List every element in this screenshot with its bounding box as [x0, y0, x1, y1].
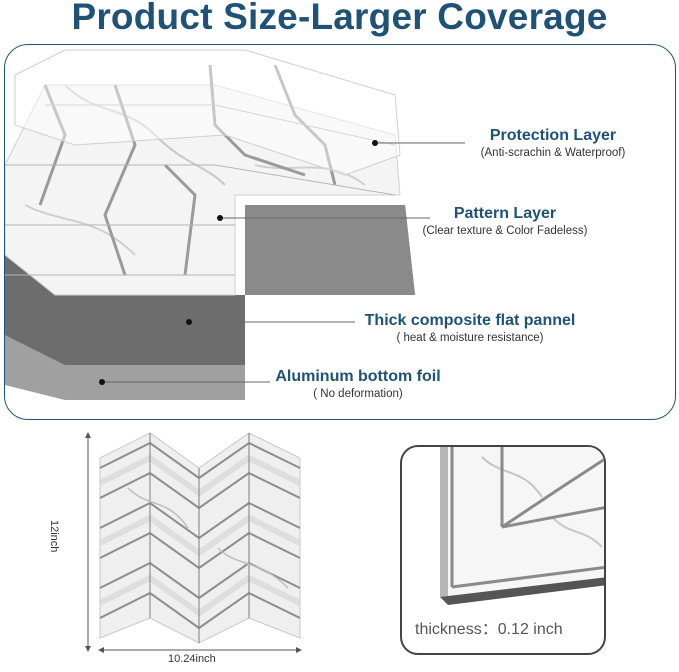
- aluminum-foil-name: Aluminum bottom foil: [275, 368, 441, 385]
- composite-panel-label: Thick composite flat pannel ( heat & moi…: [345, 312, 595, 344]
- protection-layer-desc: (Anti-scrachin & Waterproof): [480, 147, 626, 159]
- layer-diagram: [5, 49, 465, 400]
- width-dimension-label: 10.24inch: [168, 653, 216, 665]
- protection-layer-shape: [14, 49, 401, 176]
- aluminum-foil-label: Aluminum bottom foil ( No deformation): [263, 368, 453, 400]
- aluminum-foil-desc: ( No deformation): [313, 388, 403, 400]
- protection-layer-name: Protection Layer: [489, 127, 617, 144]
- protection-layer-label: Protection Layer (Anti-scrachin & Waterp…: [463, 127, 643, 159]
- pattern-layer-desc: (Clear texture & Color Fadeless): [422, 225, 588, 237]
- tile-dimension-view: [68, 428, 308, 667]
- tile-drawing: [85, 432, 302, 653]
- page-title: Product Size-Larger Coverage: [71, 0, 608, 37]
- pattern-layer-label: Pattern Layer (Clear texture & Color Fad…: [405, 205, 605, 237]
- layer-diagram-panel: Protection Layer (Anti-scrachin & Waterp…: [4, 44, 676, 420]
- composite-panel-desc: ( heat & moisture resistance): [396, 332, 544, 344]
- height-dimension-label: 12inch: [48, 520, 60, 553]
- thickness-label: thickness：0.12 inch: [415, 621, 563, 638]
- thickness-zoom-drawing: [440, 447, 604, 605]
- thickness-zoom-box: [400, 445, 606, 655]
- composite-panel-name: Thick composite flat pannel: [364, 312, 576, 329]
- pattern-layer-name: Pattern Layer: [453, 205, 557, 222]
